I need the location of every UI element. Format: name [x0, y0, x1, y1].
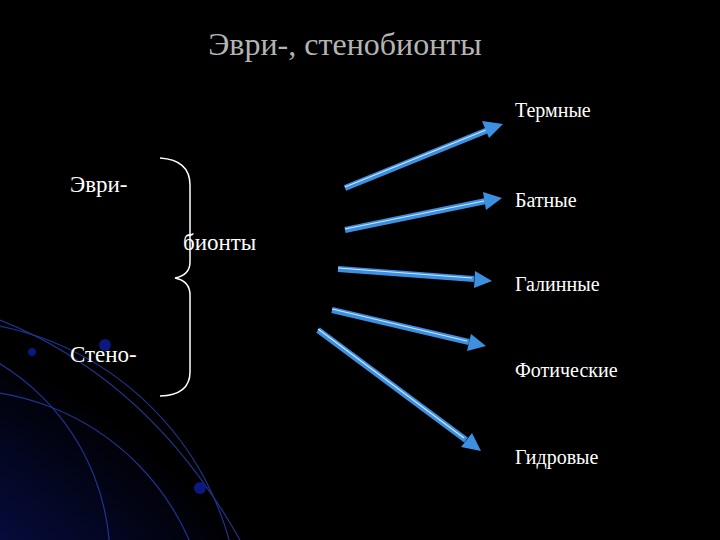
curly-brace: [160, 158, 190, 396]
arrow: [345, 121, 503, 188]
prefix-label: Стено-: [70, 342, 137, 367]
arrows: [318, 121, 503, 451]
slide-title: Эври-, стенобионты: [208, 27, 482, 62]
arrow: [345, 192, 502, 230]
background-dots: [28, 339, 206, 494]
term-label: Галинные: [515, 273, 600, 295]
suffix-label: бионты: [183, 230, 256, 255]
prefix-label: Эври-: [70, 172, 128, 197]
background-arcs: [0, 320, 240, 540]
arrow: [338, 268, 492, 288]
term-label: Фотические: [515, 359, 618, 381]
term-label: Гидровые: [515, 446, 598, 468]
arrow: [318, 329, 481, 451]
arrow: [332, 309, 486, 351]
term-label: Батные: [515, 189, 577, 211]
term-label: Термные: [515, 99, 591, 121]
background-glow: [0, 280, 330, 540]
